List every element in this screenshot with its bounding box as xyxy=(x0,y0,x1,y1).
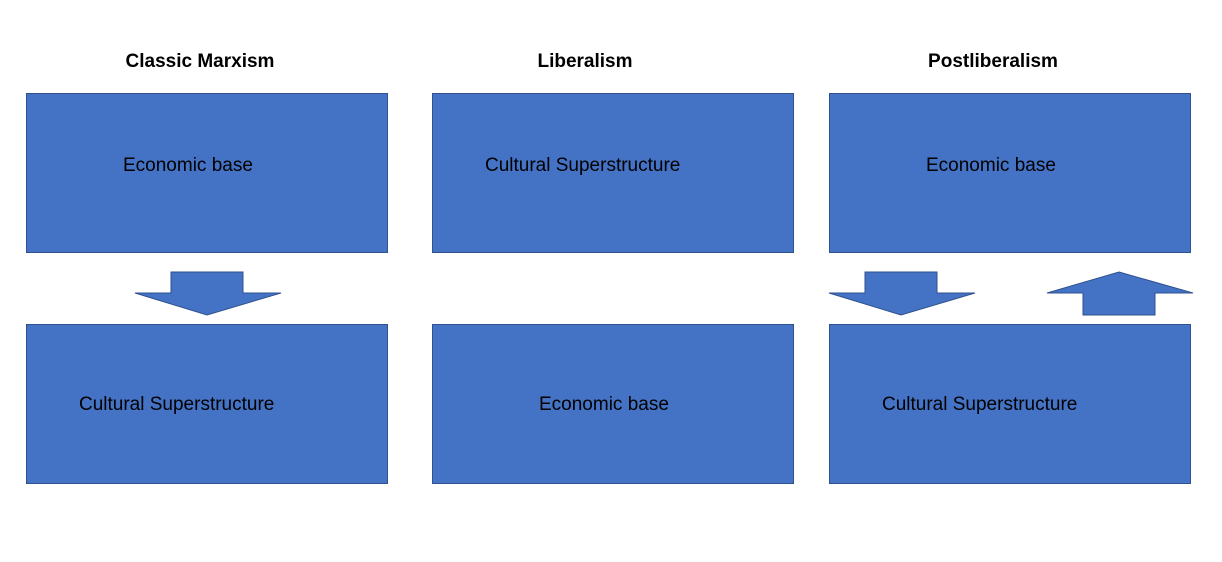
column-heading-postliberalism: Postliberalism xyxy=(928,51,1058,72)
box-economic-base-liberalism: Economic base xyxy=(432,324,794,484)
box-label: Economic base xyxy=(123,155,253,176)
box-cultural-superstructure-liberalism: Cultural Superstructure xyxy=(432,93,794,253)
box-economic-base-marxism: Economic base xyxy=(26,93,388,253)
column-heading-classic-marxism: Classic Marxism xyxy=(125,51,275,72)
box-economic-base-postliberalism: Economic base xyxy=(829,93,1191,253)
column-heading-liberalism: Liberalism xyxy=(537,51,633,72)
down-arrow-marxism xyxy=(134,271,282,316)
box-label: Economic base xyxy=(539,394,669,415)
down-arrow-postliberalism xyxy=(828,271,976,316)
up-arrow-postliberalism xyxy=(1046,271,1194,316)
box-cultural-superstructure-marxism: Cultural Superstructure xyxy=(26,324,388,484)
box-label: Economic base xyxy=(926,155,1056,176)
box-label: Cultural Superstructure xyxy=(79,394,275,415)
box-cultural-superstructure-postliberalism: Cultural Superstructure xyxy=(829,324,1191,484)
box-label: Cultural Superstructure xyxy=(485,155,681,176)
box-label: Cultural Superstructure xyxy=(882,394,1078,415)
